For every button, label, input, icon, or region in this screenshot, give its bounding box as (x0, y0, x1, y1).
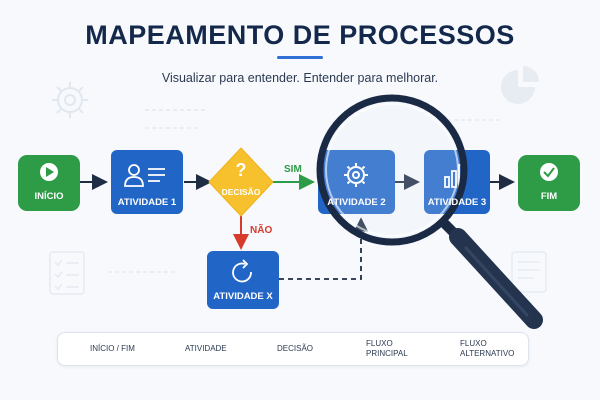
node-inicio (18, 155, 80, 211)
bg-checklist-icon (49, 251, 85, 295)
bg-dashed-lines (108, 109, 500, 273)
edge-label-nao: NÃO (250, 225, 273, 236)
node-atividade-x (207, 251, 279, 309)
page-title: MAPEAMENTO DE PROCESSOS (85, 20, 515, 50)
label-inicio: INÍCIO (34, 191, 64, 202)
legend-label-fluxo-alternativo: FLUXO ALTERNATIVO (460, 339, 514, 359)
legend-fluxo-principal-line-1: FLUXO (366, 339, 393, 348)
node-atividade-2 (318, 150, 395, 214)
title-underline (277, 56, 323, 59)
edge-label-sim: SIM (284, 164, 302, 175)
question-icon: ? (236, 160, 247, 180)
label-atividade-1: ATIVIDADE 1 (117, 197, 177, 208)
magnifier-icon (316, 94, 543, 329)
legend-label-inicio-fim: INÍCIO / FIM (90, 344, 135, 353)
legend-label-atividade: ATIVIDADE (185, 344, 227, 353)
bg-gear-icon (52, 82, 88, 118)
node-fim (518, 155, 580, 211)
gear-icon (344, 163, 368, 187)
legend-label-decisao: DECISÃO (277, 344, 314, 353)
node-decisao: ? (208, 147, 274, 217)
check-icon (540, 163, 558, 181)
arrow-alternative-flow (279, 217, 369, 280)
label-atividade-x: ATIVIDADE X (213, 291, 273, 302)
user-list-icon (124, 164, 165, 187)
bg-document-icon (511, 251, 547, 293)
legend (57, 332, 529, 366)
page-subtitle: Visualizar para entender. Entender para … (161, 71, 439, 85)
legend-fluxo-alternativo-line-2: ALTERNATIVO (460, 349, 515, 358)
bg-pie-chart-icon (501, 66, 539, 104)
legend-label-fluxo-principal: FLUXO PRINCIPAL (366, 339, 408, 359)
node-atividade-1 (111, 150, 183, 214)
legend-fluxo-alternativo-line-1: FLUXO (460, 339, 487, 348)
label-atividade-2: ATIVIDADE 2 (327, 197, 386, 208)
legend-fluxo-principal-line-2: PRINCIPAL (366, 349, 408, 358)
label-fim: FIM (540, 191, 558, 202)
label-atividade-3: ATIVIDADE 3 (427, 197, 487, 208)
label-decisao: DECISÃO (221, 187, 261, 197)
refresh-icon (232, 259, 252, 283)
